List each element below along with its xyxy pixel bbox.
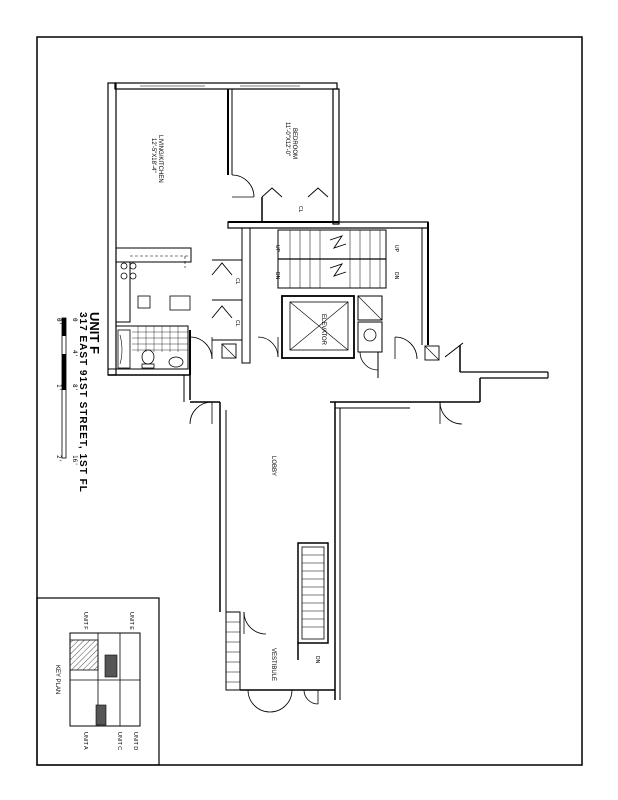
- scale-tick-lower-1: 1': [55, 384, 62, 391]
- vestibule-label: VESTIBULE: [270, 648, 276, 681]
- key-plan: KEY PLAN UNIT F UNIT E UNIT D UNIT C UNI…: [36, 597, 160, 766]
- unit-title: UNIT F: [87, 312, 102, 354]
- address-title: 317 EAST 91ST STREET, 1ST FL: [77, 312, 88, 493]
- bedroom-dims: 11'-0"X12'-0": [284, 122, 290, 156]
- stair-up-1: UP: [274, 245, 280, 253]
- building-core: [189, 221, 549, 425]
- scale-tick-4: 4': [71, 350, 78, 357]
- core-closet-label-2: CL: [234, 320, 240, 327]
- key-unit-e: UNIT E: [128, 612, 134, 630]
- stair-dn-2: DN: [393, 272, 399, 280]
- room-labels: LIVING/KITCHEN 12'-5"X18'-4" BEDROOM 11'…: [150, 122, 326, 681]
- stair-dn-3: DN: [314, 656, 320, 664]
- scale-bar: 0 4' 8' 16' 0' 1' 2': [55, 317, 78, 466]
- sheet-border: [36, 36, 583, 766]
- key-plan-title: KEY PLAN: [54, 665, 60, 694]
- scale-tick-8: 8': [71, 384, 78, 391]
- living-kitchen-label: LIVING/KITCHEN: [157, 135, 163, 183]
- unit-f-plan: [107, 82, 340, 402]
- bedroom-closet-label: CL: [297, 206, 303, 213]
- stair-dn-1: DN: [274, 272, 280, 280]
- living-kitchen-dims: 12'-5"X18'-4": [150, 138, 156, 173]
- scale-tick-lower-0: 0': [55, 318, 62, 325]
- stair-labels: UP UP DN DN DN: [274, 245, 399, 664]
- key-unit-d: UNIT D: [132, 732, 138, 750]
- elevator-label: ELEVATOR: [320, 314, 326, 346]
- core-closet-label-1: CL: [234, 278, 240, 285]
- bedroom-label: BEDROOM: [291, 128, 297, 159]
- title-block: UNIT F 317 EAST 91ST STREET, 1ST FL: [77, 312, 102, 493]
- stair-up-2: UP: [393, 245, 399, 253]
- lobby-plan: [190, 401, 480, 713]
- scale-tick-lower-2: 2': [55, 455, 62, 462]
- scale-tick-0: 0: [71, 318, 78, 322]
- key-unit-a: UNIT A: [82, 732, 88, 750]
- lobby-label: LOBBY: [270, 456, 276, 476]
- scale-tick-16: 16': [71, 455, 78, 466]
- key-unit-f: UNIT F: [82, 612, 88, 630]
- key-unit-c: UNIT C: [116, 732, 122, 750]
